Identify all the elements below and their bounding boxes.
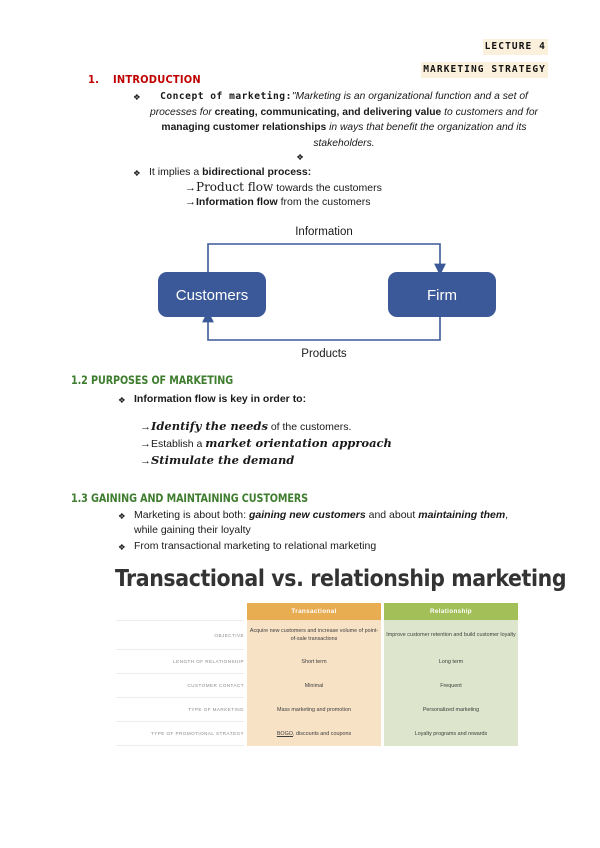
row-label-promo-strategy: TYPE OF PROMOTIONAL STRATEGY [116, 722, 244, 746]
diagram-label-products: Products [301, 348, 347, 360]
bidirectional-process-line: It implies a bidirectional process: [149, 165, 311, 180]
comparison-table: Transactional Relationship OBJECTIVE Acq… [113, 603, 521, 746]
cell-length-transactional: Short term [247, 650, 381, 674]
gaining-b1-e: , [505, 509, 509, 521]
concept-label: Concept of marketing: [160, 91, 292, 102]
header-subject-label: MARKETING STRATEGY [421, 62, 548, 78]
arrow-icon: → [140, 455, 151, 467]
cell-objective-relationship: Improve customer retention and build cus… [384, 620, 518, 650]
cell-promo-transactional: BOGO, discounts and coupons [247, 722, 381, 746]
cell-promo-rest: , discounts and coupons [293, 730, 352, 737]
cell-contact-relationship: Frequent [384, 674, 518, 698]
quote-part-end: in ways that benefit the organization an… [313, 122, 527, 149]
bullet-diamond-purposes: ❖ [118, 395, 126, 405]
arrow-icon: → [185, 196, 196, 208]
bullet-diamond-implies: ❖ [133, 168, 141, 178]
cell-contact-transactional: Minimal [247, 674, 381, 698]
section-number-1: 1. [88, 73, 100, 86]
bullet-diamond-concept: ❖ [133, 92, 141, 102]
flow-item-product-rest: towards the customers [273, 182, 382, 194]
arrow-icon: → [140, 421, 151, 433]
table-header-blank [116, 603, 244, 620]
gaining-b1-c: and about [365, 509, 419, 521]
quote-part-mid: to customers and for [441, 106, 538, 118]
cell-type-marketing-transactional: Mass marketing and promotion [247, 698, 381, 722]
flow-item-information-rest: from the customers [277, 196, 371, 208]
table-row: CUSTOMER CONTACT Minimal Frequent [116, 674, 518, 698]
infographic-title: Transactional vs. relationship marketing [114, 564, 567, 592]
row-label-objective: OBJECTIVE [116, 620, 244, 650]
table-row: TYPE OF MARKETING Mass marketing and pro… [116, 698, 518, 722]
gaining-b1-maintaining: maintaining them [418, 509, 506, 521]
bullet-diamond-gaining-1: ❖ [118, 511, 126, 521]
diagram-node-firm [388, 272, 496, 317]
purposes-item-establish-emphasis: market orientation approach [205, 436, 392, 450]
document-header: LECTURE 4 MARKETING STRATEGY [421, 33, 548, 79]
flow-item-information: →Information flow from the customers [185, 196, 370, 208]
purposes-item-stimulate: →Stimulate the demand [140, 453, 294, 467]
arrow-icon: → [185, 182, 196, 194]
purposes-item-identify-rest: of the customers. [267, 421, 352, 433]
diagram-node-firm-label: Firm [427, 287, 457, 304]
bullet-diamond-gaining-2: ❖ [118, 542, 126, 552]
row-label-length: LENGTH OF RELATIONSHIP [116, 650, 244, 674]
gaining-bullet-1: Marketing is about both: gaining new cus… [134, 508, 514, 538]
cell-promo-bogo: BOGO [276, 730, 294, 737]
table-header-row: Transactional Relationship [116, 603, 518, 620]
diagram-node-customers [158, 272, 266, 317]
quote-bold-managing: managing customer relationships [161, 122, 327, 134]
gaining-b1-gaining-new: gaining new customers [248, 509, 366, 521]
table-header-relationship: Relationship [384, 603, 518, 620]
cell-objective-transactional: Acquire new customers and increase volum… [247, 620, 381, 650]
gaining-b1-a: Marketing is about both: [134, 509, 249, 521]
flow-item-product: →Product flow towards the customers [185, 180, 382, 194]
purposes-item-identify-emphasis: Identify the needs [151, 419, 268, 433]
implies-prefix: It implies a [149, 166, 203, 178]
products-flow-arrow [202, 306, 441, 341]
quote-part-open: "Marketing is an organizational function… [150, 91, 528, 118]
diagram-label-information: Information [295, 226, 353, 238]
section-title-introduction: INTRODUCTION [113, 73, 201, 86]
flow-item-product-emphasis: Product flow [196, 180, 274, 194]
cell-promo-relationship: Loyalty programs and rewards [384, 722, 518, 746]
purposes-bullet-text: Information flow is key in order to: [134, 393, 307, 405]
purposes-item-identify: →Identify the needs of the customers. [140, 419, 351, 433]
quote-bold-creating: creating, communicating, and delivering … [214, 106, 442, 118]
row-label-type-marketing: TYPE OF MARKETING [116, 698, 244, 722]
table-header-transactional: Transactional [247, 603, 381, 620]
section-heading-purposes: 1.2 PURPOSES OF MARKETING [71, 373, 234, 387]
arrow-icon: → [140, 438, 151, 450]
table-row: TYPE OF PROMOTIONAL STRATEGY BOGO, disco… [116, 722, 518, 746]
section-heading-gaining: 1.3 GAINING AND MAINTAINING CUSTOMERS [71, 491, 309, 505]
gaining-b1-line2: while gaining their loyalty [134, 523, 251, 536]
implies-bold: bidirectional process: [202, 166, 312, 178]
purposes-item-establish-prefix: Establish a [151, 438, 206, 450]
cell-length-relationship: Long term [384, 650, 518, 674]
header-lecture-label: LECTURE 4 [482, 39, 548, 55]
cell-type-marketing-relationship: Personalized marketing [384, 698, 518, 722]
bullet-diamond-separator: ❖ [296, 152, 304, 162]
table-row: LENGTH OF RELATIONSHIP Short term Long t… [116, 650, 518, 674]
table-row: OBJECTIVE Acquire new customers and incr… [116, 620, 518, 650]
information-flow-arrow [207, 243, 446, 280]
diagram-node-customers-label: Customers [176, 287, 249, 304]
row-label-contact: CUSTOMER CONTACT [116, 674, 244, 698]
purposes-item-establish: →Establish a market orientation approach [140, 436, 392, 450]
comparison-infographic: Transactional vs. relationship marketing… [113, 556, 567, 746]
flow-item-information-emphasis: Information flow [196, 196, 278, 208]
concept-of-marketing-quote: Concept of marketing:"Marketing is an or… [148, 89, 540, 152]
section-heading-introduction: 1. INTRODUCTION [88, 73, 201, 86]
gaining-bullet-2: From transactional marketing to relation… [134, 540, 377, 552]
purposes-item-stimulate-emphasis: Stimulate the demand [151, 453, 295, 467]
customer-firm-flow-diagram: Customers Firm Information Products [148, 222, 508, 360]
